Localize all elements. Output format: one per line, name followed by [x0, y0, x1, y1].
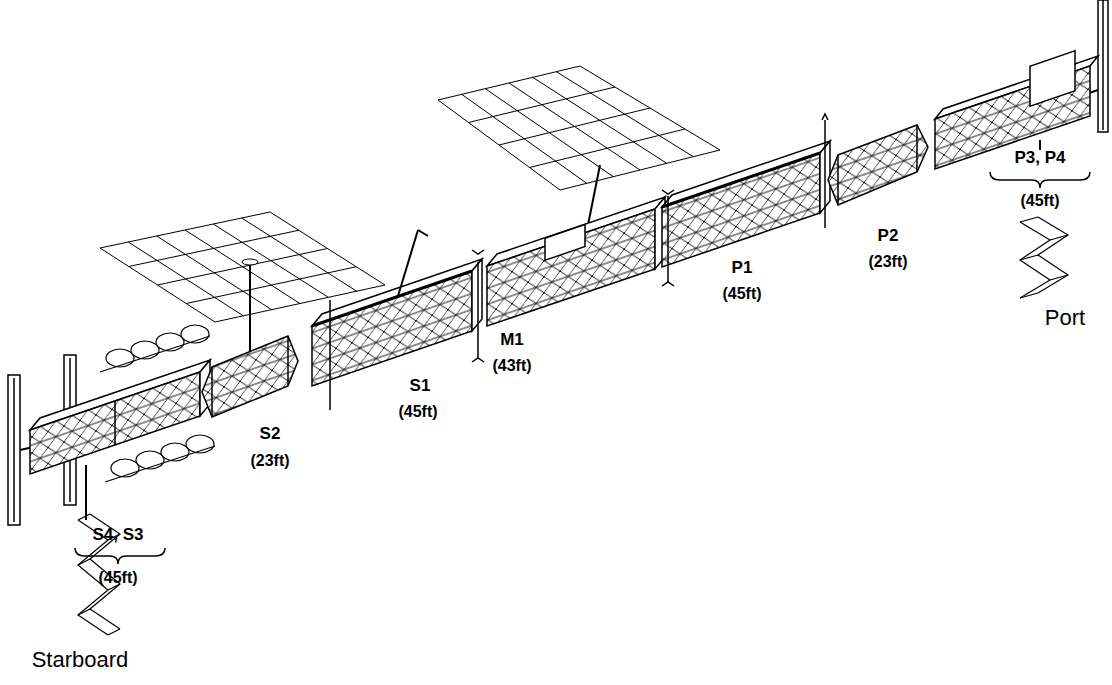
end-array: [8, 0, 1108, 525]
truss-segment: [472, 259, 482, 331]
end-array: [8, 375, 20, 525]
joint-mast: [472, 250, 484, 362]
segment-name: P3, P4: [1014, 149, 1065, 168]
dimension-brace: [75, 172, 1090, 564]
solar-array: [128, 218, 356, 316]
dimension-label: (45ft): [722, 285, 761, 303]
truss-segment: [398, 230, 418, 296]
segment-name: P1: [732, 259, 753, 278]
truss-segment: [487, 197, 665, 326]
radiator: [78, 140, 1068, 635]
truss-segment: [662, 153, 820, 267]
dimension-label: M1: [500, 331, 524, 350]
dimension-label: S4, S3: [92, 526, 143, 545]
truss-segment: [662, 141, 830, 267]
segment-name: (43ft): [492, 357, 531, 375]
joint-mast: [667, 196, 669, 282]
joint-mast: [824, 120, 826, 228]
propellant-tanks: [131, 341, 159, 359]
side-label: Starboard: [32, 648, 129, 672]
truss-segment: [202, 336, 298, 417]
solar-array: [242, 259, 258, 265]
dimension-label: (23ft): [868, 253, 907, 271]
end-array: [1102, 0, 1104, 130]
solar-array: [100, 212, 385, 322]
truss-segment: [114, 401, 116, 445]
segment-name: (45ft): [398, 403, 437, 421]
joint-mast: [822, 114, 828, 120]
truss-segment: [545, 225, 585, 261]
propellant-tanks: [161, 443, 189, 461]
end-array: [13, 378, 15, 522]
propellant-tanks: [100, 325, 215, 482]
truss-segment: [312, 230, 482, 386]
propellant-tanks: [136, 451, 164, 469]
end-array: [1098, 0, 1108, 132]
radiator: [1038, 217, 1068, 293]
segment-name: P2: [878, 227, 899, 246]
truss-segment: [916, 125, 918, 172]
joint-mast: [329, 300, 331, 410]
propellant-tanks: [106, 349, 134, 367]
dimension-label: (45ft): [98, 569, 137, 587]
truss-segment: [828, 125, 928, 205]
joint-mast: [662, 190, 674, 286]
propellant-tanks: [111, 459, 139, 477]
truss-segment: [211, 367, 213, 417]
truss-segment: [1030, 51, 1075, 106]
joint-mast: [330, 114, 828, 410]
truss-segment: [828, 125, 928, 205]
truss-segment: [837, 155, 839, 205]
truss-segment: [418, 230, 428, 236]
dimension-label: S2: [260, 425, 281, 444]
dimension-brace: [75, 548, 165, 564]
truss-segment: [312, 271, 472, 386]
propellant-tanks: [105, 446, 215, 482]
dimension-label: S1: [410, 377, 431, 396]
dimension-label: (45ft): [1020, 192, 1059, 210]
segment-name: (23ft): [250, 452, 289, 470]
truss-segment: [662, 153, 820, 207]
dimension-brace: [990, 172, 1090, 188]
side-label: Port: [1045, 306, 1085, 330]
radiator: [1020, 217, 1068, 298]
truss-segment: [312, 271, 472, 326]
solar-array: [462, 72, 694, 184]
truss-segment: [935, 51, 1098, 169]
radiator: [85, 465, 87, 520]
truss-segment: [202, 336, 298, 417]
propellant-tanks: [156, 333, 184, 351]
solar-array: [438, 66, 720, 190]
truss-segment: [287, 336, 289, 386]
joint-mast: [477, 262, 479, 358]
propellant-tanks: [100, 336, 210, 372]
truss-segment: [487, 209, 655, 326]
